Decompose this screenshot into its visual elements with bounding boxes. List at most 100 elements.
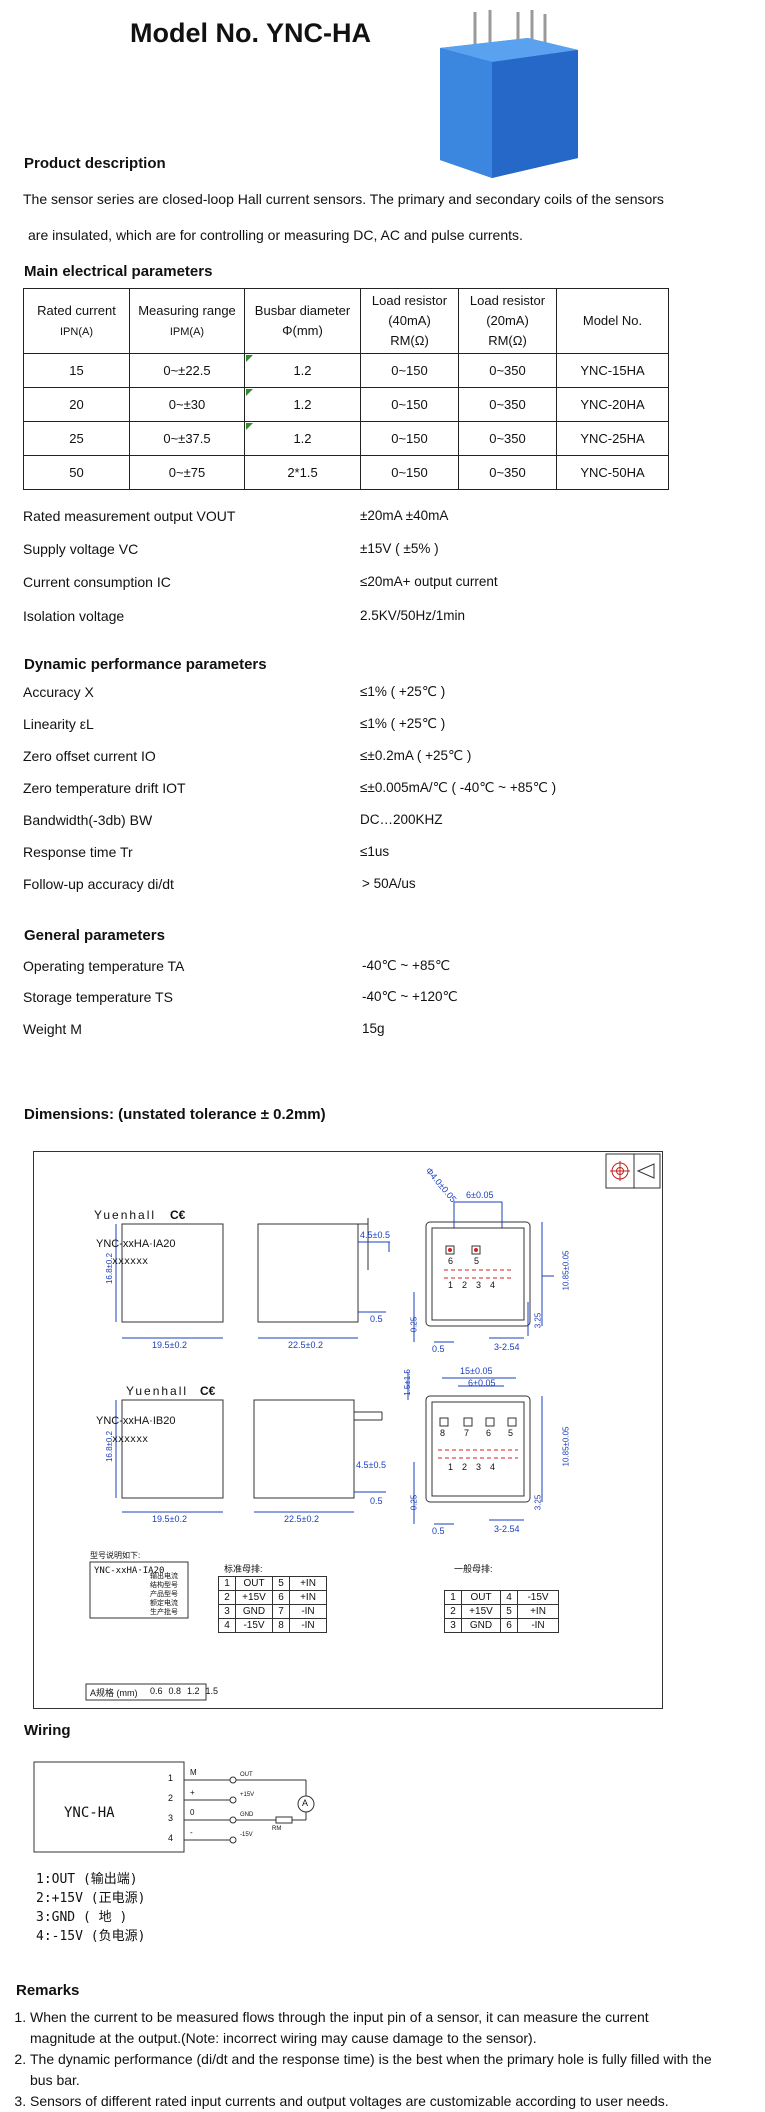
header-unit: IPM(A)	[169, 325, 205, 338]
dyn-value-followup: > 50A/us	[362, 876, 416, 891]
dim-325-b: 3.25	[533, 1494, 543, 1511]
cell: 7	[272, 1604, 290, 1619]
cell: -15V	[517, 1590, 559, 1605]
wiring-box-label: YNC-HA	[64, 1805, 115, 1821]
dim-height-a: 16.8±0.2	[105, 1252, 115, 1285]
cell-measuring-range: 0~±22.5	[129, 353, 245, 388]
dim-width-a: 19.5±0.2	[152, 1340, 187, 1350]
header-text: Load resistor	[469, 293, 546, 308]
dyn-label-followup: Follow-up accuracy di/dt	[23, 876, 174, 892]
dyn-label-zero-offset: Zero offset current IO	[23, 748, 156, 764]
dim-depth-a: 22.5±0.2	[288, 1340, 323, 1350]
wiring-diagram	[33, 1761, 315, 1853]
cell-busbar: 2*1.5	[244, 455, 361, 490]
cell-model: YNC-20HA	[556, 387, 669, 422]
cell-busbar: 1.2	[244, 387, 361, 422]
cell: -15V	[235, 1618, 273, 1633]
pin-5b-label: 5	[508, 1428, 514, 1438]
cell: 4	[218, 1618, 236, 1633]
header-text: Model No.	[582, 313, 643, 328]
cell-measuring-range: 0~±30	[129, 387, 245, 422]
gen-value-storage: -40℃ ~ +120℃	[362, 989, 458, 1004]
cell: -IN	[289, 1604, 327, 1619]
spec-label: A规格 (mm)	[90, 1688, 138, 1698]
naming-part: 产品型号	[150, 1591, 178, 1598]
header-load-resistor-40: Load resistor(40mA)RM(Ω)	[360, 288, 459, 354]
param-label-vc: Supply voltage VC	[23, 541, 139, 557]
dyn-value-zero-offset: ≤±0.2mA ( +25℃ )	[360, 748, 472, 763]
cell: +15V	[235, 1590, 273, 1605]
cell-load-20: 0~350	[458, 387, 557, 422]
cell: 2	[444, 1604, 462, 1619]
wiring-mark-zero: 0	[190, 1808, 195, 1817]
dim-15b: 1.5±1.5	[402, 1369, 412, 1396]
spec-value: 0.6	[150, 1686, 163, 1696]
header-sub: (40mA)	[388, 313, 431, 328]
header-unit: IPN(A)	[60, 325, 93, 338]
page-title: Model No. YNC-HA	[130, 18, 371, 48]
header-unit: RM(Ω)	[488, 333, 527, 348]
pin-5-label: 5	[474, 1256, 480, 1266]
dim-05-bottom-b: 0.5	[432, 1526, 445, 1536]
dim-05-bottom-a: 0.5	[432, 1344, 445, 1354]
serial-label-b: xxxxxx	[112, 1434, 149, 1445]
cell-text: 1.2	[293, 363, 312, 378]
cell: +15V	[461, 1604, 501, 1619]
naming-title: 型号说明如下:	[90, 1551, 141, 1560]
pin-6b-label: 6	[486, 1428, 492, 1438]
general-busbar-title: 一般母排:	[454, 1564, 493, 1574]
header-model-no: Model No.	[556, 288, 669, 354]
cell: 1	[218, 1576, 236, 1591]
dim-height-b: 16.8±0.2	[105, 1430, 115, 1463]
brand-logo-b: Yuenhall	[126, 1384, 189, 1398]
cell: 3	[218, 1604, 236, 1619]
dyn-value-response: ≤1us	[360, 844, 390, 859]
cell: 6	[500, 1618, 518, 1633]
model-label-b: YNC-xxHA·IB20	[96, 1415, 176, 1427]
cell-load-40: 0~150	[360, 421, 459, 456]
cell-load-20: 0~350	[458, 421, 557, 456]
spec-value: 0.8	[168, 1686, 182, 1696]
dim-width-b: 19.5±0.2	[152, 1514, 187, 1524]
gen-label-operating: Operating temperature TA	[23, 958, 185, 974]
pin-3b-label: 3	[476, 1462, 482, 1472]
wiring-pin-2: 2	[168, 1793, 174, 1803]
header-text: Rated current	[37, 302, 116, 318]
pin-6-label: 6	[448, 1256, 454, 1266]
dim-6-b: 6±0.05	[468, 1378, 496, 1388]
dim-1085-b: 10.85±0.05	[561, 1426, 571, 1467]
wiring-legend-item: 3:GND ( 地 )	[36, 1910, 128, 1925]
naming-part: 结构型号	[150, 1582, 178, 1589]
cell-load-40: 0~150	[360, 353, 459, 388]
product-description-heading: Product description	[24, 155, 166, 172]
param-label-vout: Rated measurement output VOUT	[23, 508, 236, 524]
table-row: 25 0~±37.5 1.2 0~150 0~350 YNC-25HA	[23, 421, 669, 456]
gen-value-operating: -40℃ ~ +85℃	[362, 958, 451, 973]
cell: OUT	[461, 1590, 501, 1605]
wiring-pin-4: 4	[168, 1833, 174, 1843]
description-line-2: are insulated, which are for controlling…	[28, 227, 523, 243]
gen-label-weight: Weight M	[23, 1021, 82, 1037]
cell-model: YNC-25HA	[556, 421, 669, 456]
dim-depth-b: 22.5±0.2	[284, 1514, 319, 1524]
table-row: 20 0~±30 1.2 0~150 0~350 YNC-20HA	[23, 387, 669, 422]
pin-3-label: 3	[476, 1280, 482, 1290]
spec-value: 1.2	[187, 1686, 200, 1696]
dyn-value-zero-drift: ≤±0.005mA/℃ ( -40℃ ~ +85℃ )	[360, 780, 557, 795]
pin-4b-label: 4	[490, 1462, 496, 1472]
standard-busbar-title: 标准母排:	[224, 1564, 263, 1574]
product-image	[440, 10, 578, 178]
pin-1b-label: 1	[448, 1462, 454, 1472]
dim-6: 6±0.05	[466, 1190, 494, 1200]
header-text: Busbar diameter	[254, 303, 351, 318]
cell: 8	[272, 1618, 290, 1633]
